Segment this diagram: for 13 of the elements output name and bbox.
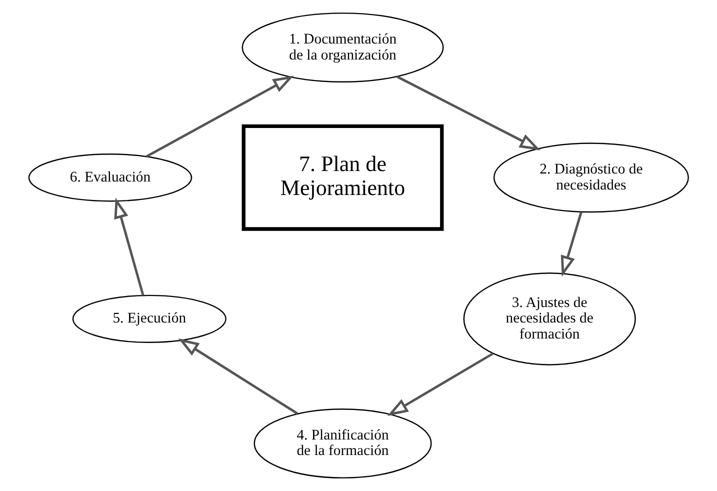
- node-ellipse: 5. Ejecución: [72, 294, 226, 343]
- node-ellipse: 6. Evaluación: [28, 154, 192, 202]
- arrow: [396, 76, 541, 150]
- node-ellipse: 3. Ajustes de necesidades de formación: [463, 272, 636, 366]
- node-ellipse: 1. Documentación de la organización: [242, 12, 444, 82]
- arrow: [560, 212, 582, 277]
- arrow: [146, 76, 294, 158]
- node-ellipse: 2. Diagnóstico de necesidades: [493, 142, 689, 213]
- arrow: [114, 198, 144, 296]
- arrow: [178, 338, 298, 415]
- arrow: [387, 352, 494, 416]
- node-ellipse: 4. Planificación de la formación: [254, 408, 432, 478]
- node-box: 7. Plan de Mejoramiento: [242, 124, 444, 231]
